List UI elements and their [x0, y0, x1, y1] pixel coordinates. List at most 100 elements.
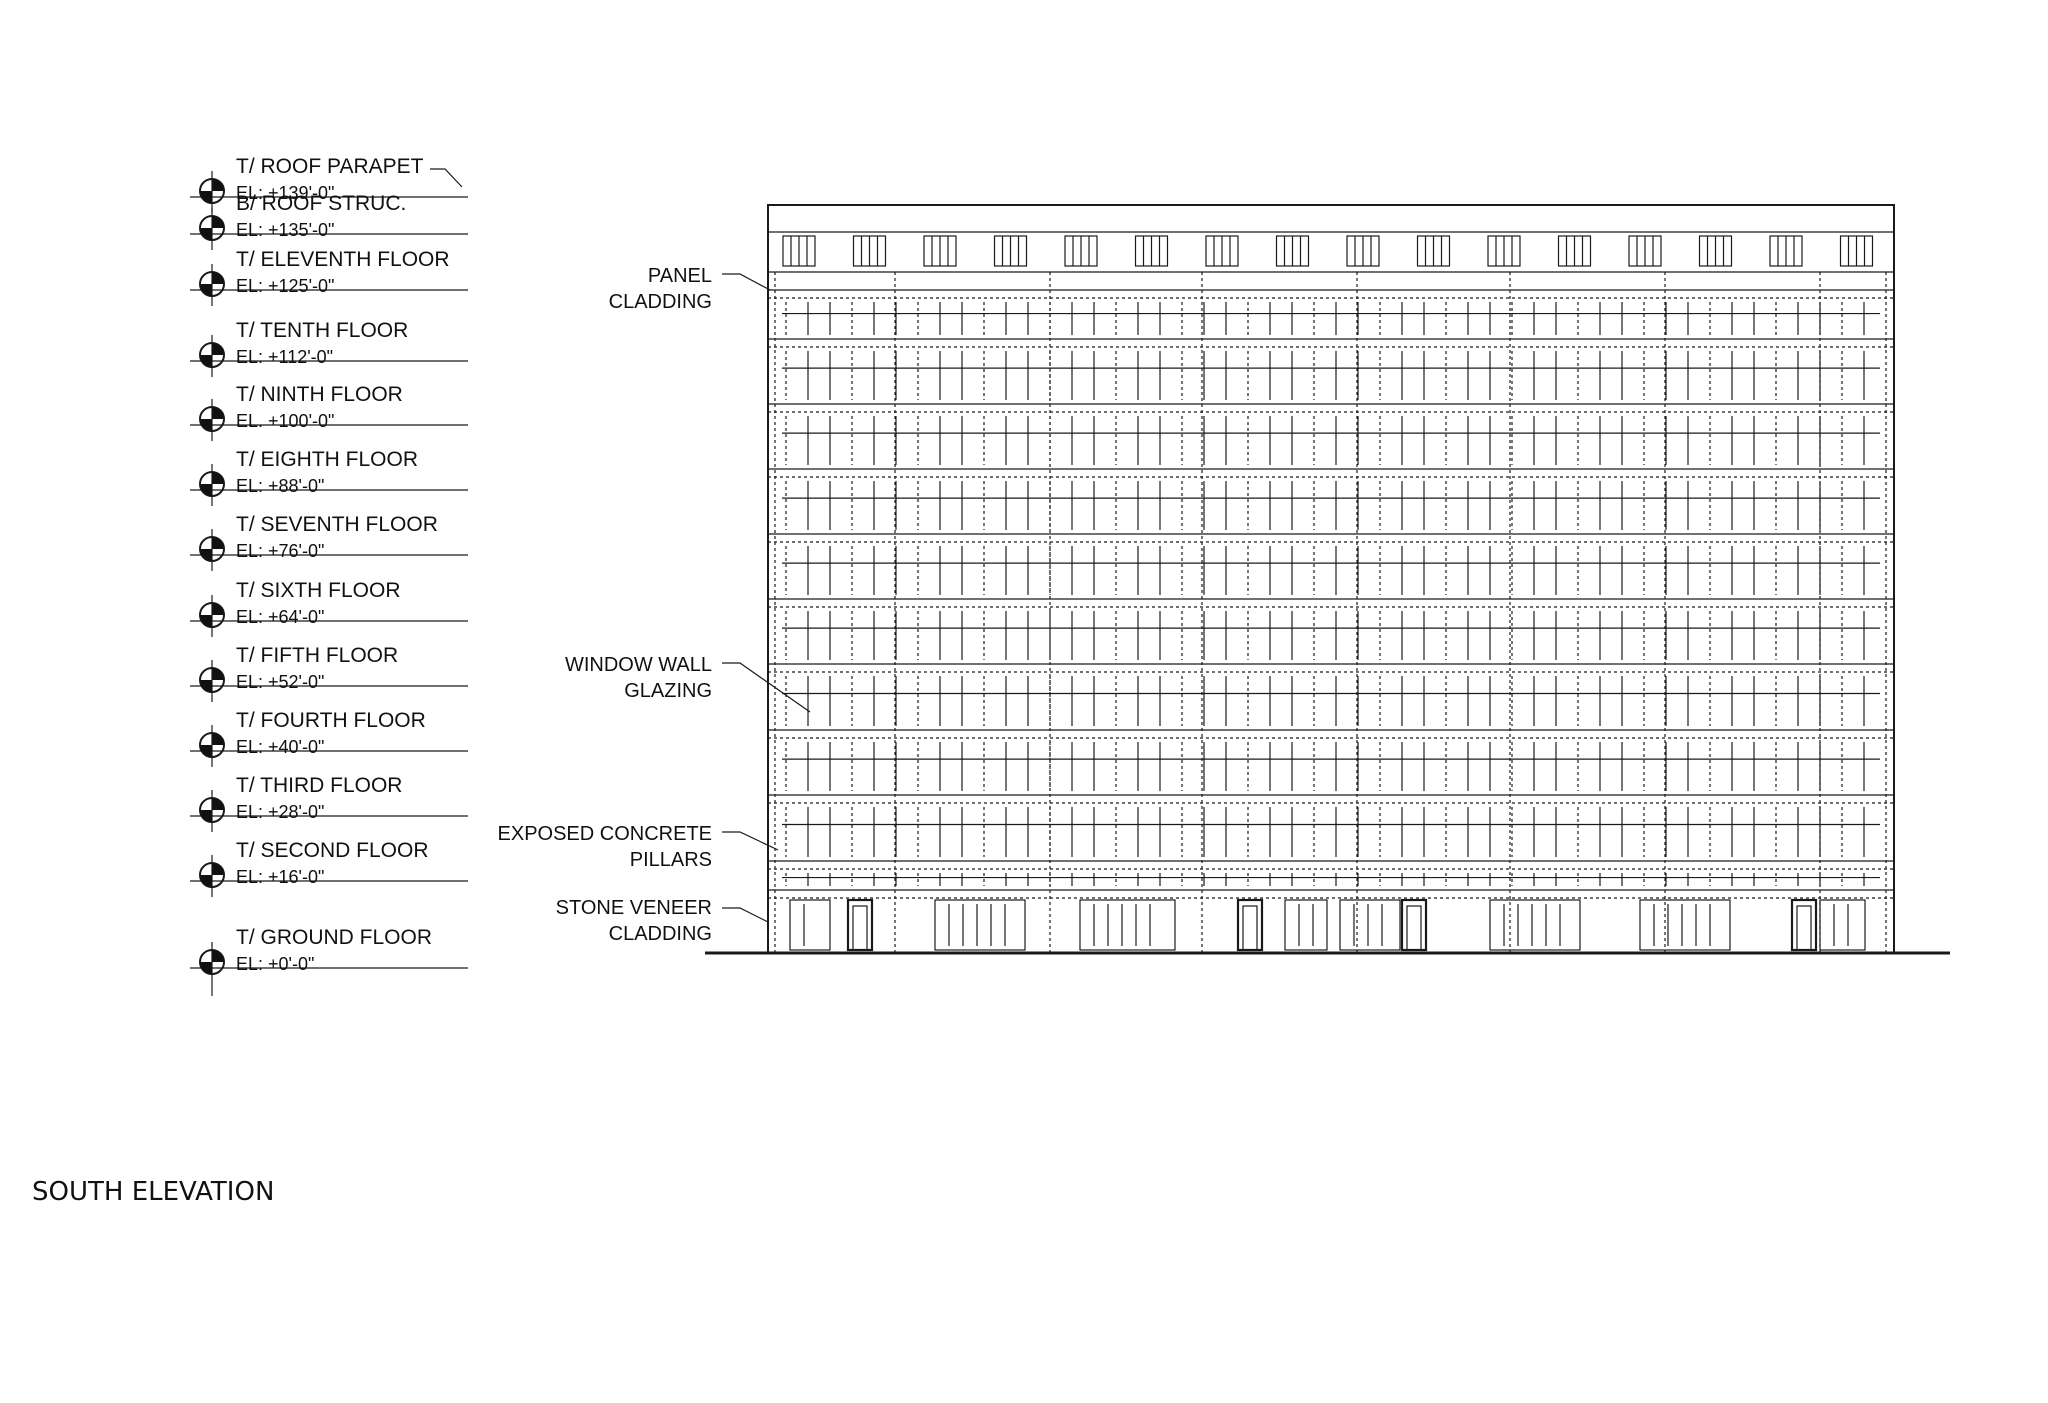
callout-panel-cladding-line1: PANEL	[648, 265, 712, 287]
callout-window-wall-line2: GLAZING	[624, 680, 712, 702]
entry-door	[1242, 905, 1258, 951]
level-marker: B/ ROOF STRUC. EL: +135'-0"	[190, 192, 468, 250]
level-marker: T/ THIRD FLOOR EL: +28'-0"	[190, 774, 468, 832]
callout-exposed-concrete-line1: EXPOSED CONCRETE	[498, 823, 712, 845]
level-name: T/ SECOND FLOOR	[236, 839, 429, 862]
storefront-window	[1339, 899, 1401, 951]
leader-line	[722, 273, 771, 291]
level-marker: T/ EIGHTH FLOOR EL: +88'-0"	[190, 448, 468, 506]
entry-door	[1790, 898, 1818, 952]
callout-exposed-concrete-pillars: EXPOSED CONCRETE PILLARS	[498, 823, 779, 871]
entry-door	[1406, 905, 1422, 951]
level-elevation: EL: +64'-0"	[236, 607, 324, 627]
storefront-window	[934, 899, 1026, 951]
storefront-window	[1079, 899, 1176, 951]
entry-door	[852, 905, 868, 951]
level-target-icon	[212, 343, 224, 355]
storefront-window	[1284, 899, 1328, 951]
level-target-icon	[200, 355, 212, 367]
level-name: T/ SIXTH FLOOR	[236, 579, 401, 602]
callout-exposed-concrete-line2: PILLARS	[630, 849, 712, 871]
leader-line	[722, 662, 811, 713]
entry-door	[1796, 905, 1812, 951]
level-elevation: EL: +52'-0"	[236, 672, 324, 692]
level-target-icon	[200, 810, 212, 822]
level-target-icon	[212, 272, 224, 284]
level-name: T/ SEVENTH FLOOR	[236, 513, 438, 536]
level-target-icon	[200, 284, 212, 296]
drawing-title: SOUTH ELEVATION	[32, 1177, 274, 1207]
entry-door	[846, 898, 874, 952]
callout-stone-veneer-line1: STONE VENEER	[556, 897, 712, 919]
level-target-icon	[212, 407, 224, 419]
level-elevation: EL: +88'-0"	[236, 476, 324, 496]
level-marker: T/ SIXTH FLOOR EL: +64'-0"	[190, 579, 468, 637]
callout-stone-veneer-line2: CLADDING	[609, 923, 712, 945]
datum-line	[430, 168, 463, 188]
level-marker: T/ NINTH FLOOR EL. +100'-0"	[190, 383, 468, 441]
level-elevation: EL: +135'-0"	[236, 220, 334, 240]
facade-detail	[768, 231, 1894, 953]
entry-door	[1236, 898, 1264, 952]
level-elevation: EL. +100'-0"	[236, 411, 334, 431]
level-marker: T/ GROUND FLOOR EL: +0'-0"	[190, 926, 468, 984]
level-target-icon	[200, 549, 212, 561]
level-name: T/ FIFTH FLOOR	[236, 644, 398, 667]
level-marker: T/ SECOND FLOOR EL: +16'-0"	[190, 839, 468, 897]
level-marker: T/ FIFTH FLOOR EL: +52'-0"	[190, 644, 468, 702]
level-target-icon	[212, 179, 224, 191]
level-elevation: EL: +0'-0"	[236, 954, 314, 974]
building-elevation	[705, 204, 1950, 955]
level-target-icon	[200, 680, 212, 692]
level-target-icon	[200, 875, 212, 887]
storefront-window	[1639, 899, 1731, 951]
level-name: T/ EIGHTH FLOOR	[236, 448, 418, 471]
level-target-icon	[212, 216, 224, 228]
level-elevation: EL: +28'-0"	[236, 802, 324, 822]
level-name: T/ NINTH FLOOR	[236, 383, 403, 406]
level-name: T/ FOURTH FLOOR	[236, 709, 426, 732]
level-marker: T/ ELEVENTH FLOOR EL: +125'-0"	[190, 248, 468, 306]
level-target-icon	[200, 484, 212, 496]
storefront-window	[789, 899, 831, 951]
callout-window-wall-line1: WINDOW WALL	[565, 654, 712, 676]
callout-panel-cladding-line2: CLADDING	[609, 291, 712, 313]
level-target-icon	[212, 668, 224, 680]
level-target-icon	[200, 191, 212, 203]
level-target-icon	[212, 603, 224, 615]
level-target-icon	[200, 962, 212, 974]
level-target-icon	[212, 863, 224, 875]
level-target-icon	[212, 798, 224, 810]
storefront-window	[1489, 899, 1581, 951]
level-name: T/ THIRD FLOOR	[236, 774, 402, 797]
level-marker: T/ SEVENTH FLOOR EL: +76'-0"	[190, 513, 468, 571]
level-elevation: EL: +76'-0"	[236, 541, 324, 561]
level-elevation: EL: +40'-0"	[236, 737, 324, 757]
level-name: T/ ELEVENTH FLOOR	[236, 248, 450, 271]
level-elevation: EL: +139'-0"	[236, 183, 334, 203]
level-elevation: EL: +16'-0"	[236, 867, 324, 887]
level-target-icon	[200, 745, 212, 757]
building-outline	[767, 204, 1895, 954]
leader-line	[722, 907, 769, 923]
callout-stone-veneer-cladding: STONE VENEER CLADDING	[556, 897, 769, 945]
level-target-icon	[212, 472, 224, 484]
level-target-icon	[200, 228, 212, 240]
level-target-icon	[200, 419, 212, 431]
level-target-icon	[212, 733, 224, 745]
level-elevation: EL: +112'-0"	[236, 347, 333, 367]
level-marker: T/ FOURTH FLOOR EL: +40'-0"	[190, 709, 468, 767]
level-target-icon	[200, 615, 212, 627]
level-elevation: EL: +125'-0"	[236, 276, 334, 296]
level-name: T/ GROUND FLOOR	[236, 926, 432, 949]
level-name: B/ ROOF STRUC.	[236, 192, 406, 215]
level-name: T/ TENTH FLOOR	[236, 319, 408, 342]
level-marker: T/ TENTH FLOOR EL: +112'-0"	[190, 319, 468, 377]
level-target-icon	[212, 537, 224, 549]
callout-panel-cladding: PANEL CLADDING	[609, 265, 771, 313]
entry-door	[1400, 898, 1428, 952]
callout-window-wall-glazing: WINDOW WALL GLAZING	[565, 654, 811, 713]
